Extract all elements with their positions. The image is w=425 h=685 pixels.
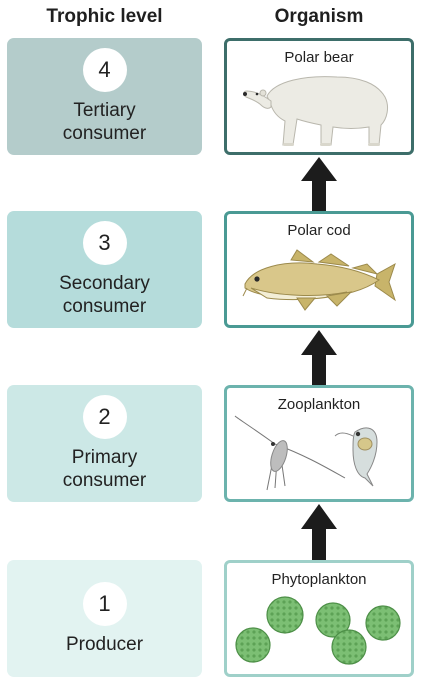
trophic-level-1-box: 1 Producer: [7, 560, 202, 677]
level-number-2: 2: [82, 395, 127, 439]
level-label-4-line1: Tertiary: [73, 100, 136, 121]
level-number-3: 3: [82, 221, 127, 265]
organism-name-polar-bear: Polar bear: [284, 49, 354, 66]
polar-cod-illustration: [242, 249, 396, 311]
level-label-2-line2: consumer: [62, 470, 147, 491]
level-number-4: 4: [82, 48, 127, 92]
level-label-1-line1: Producer: [65, 633, 144, 655]
trophic-level-4-box: 4 Tertiary consumer: [7, 38, 202, 155]
organism-box-phytoplankton: Phytoplankton: [224, 560, 414, 677]
level-label-3-line1: Secondary: [59, 273, 150, 294]
trophic-level-3-box: 3 Secondary consumer: [7, 211, 202, 328]
level-label-3-line2: consumer: [62, 296, 147, 317]
organism-box-polar-bear: Polar bear: [224, 38, 414, 155]
arrow-up-zooplankton-to-cod: [301, 330, 337, 385]
organism-header: Organism: [274, 6, 364, 27]
organism-name-zooplankton: Zooplankton: [277, 396, 361, 413]
level-label-2-line1: Primary: [71, 447, 138, 468]
trophic-level-header: Trophic level: [46, 6, 163, 27]
level-number-1: 1: [82, 581, 127, 626]
organism-box-zooplankton: Zooplankton: [224, 385, 414, 502]
level-label-4-line2: consumer: [62, 123, 147, 144]
organism-name-phytoplankton: Phytoplankton: [271, 571, 367, 588]
organism-box-polar-cod: Polar cod: [224, 211, 414, 328]
zooplankton-illustration: [234, 415, 378, 491]
arrow-up-phytoplankton-to-zooplankton: [301, 504, 337, 560]
organism-name-polar-cod: Polar cod: [287, 222, 351, 239]
polar-bear-illustration: [243, 76, 389, 146]
phytoplankton-illustration: [235, 596, 401, 665]
arrow-up-cod-to-bear: [301, 157, 337, 211]
trophic-level-2-box: 2 Primary consumer: [7, 385, 202, 502]
